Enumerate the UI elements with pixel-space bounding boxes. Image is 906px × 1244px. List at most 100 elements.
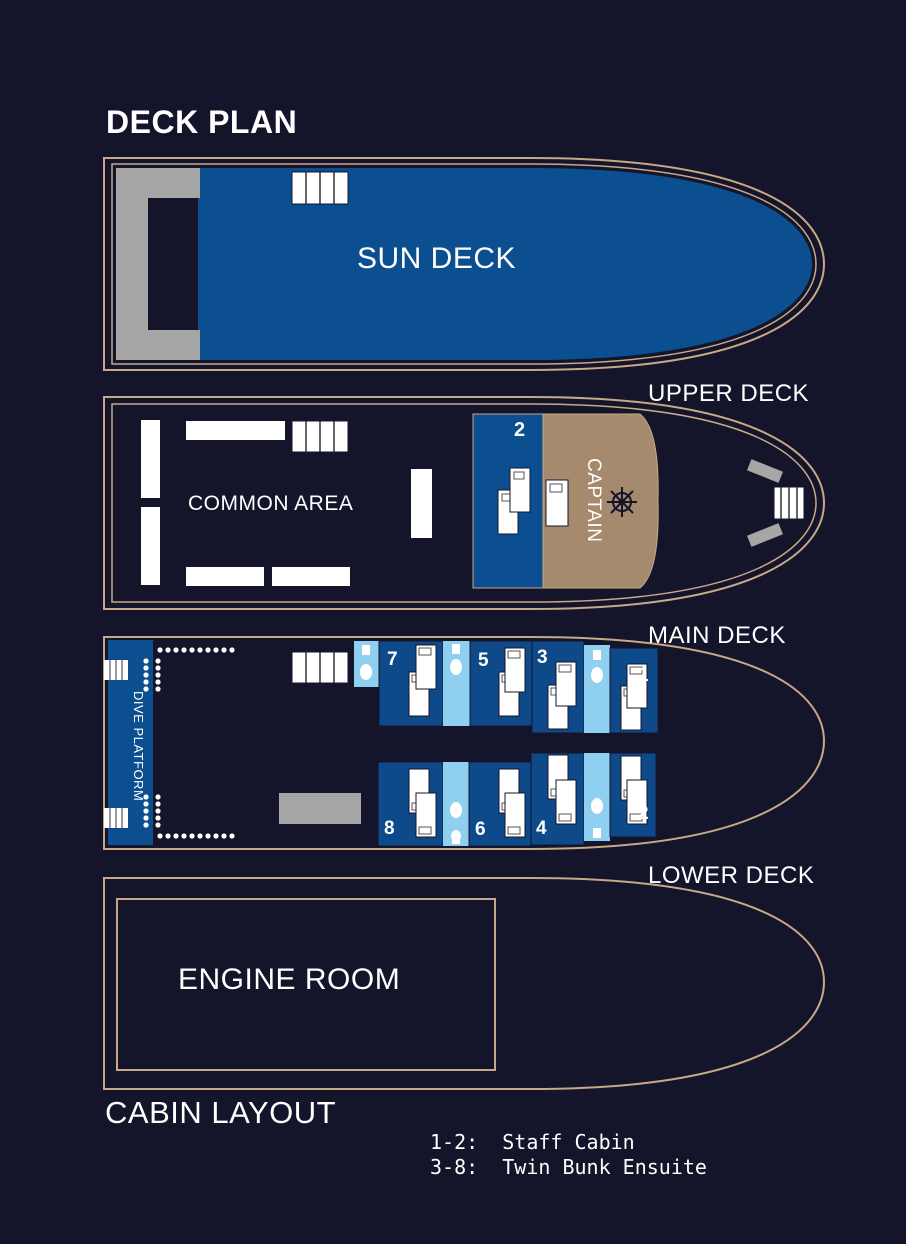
- toilet-icon: [360, 644, 603, 844]
- railing-dot: [205, 833, 211, 839]
- railing-dot: [181, 647, 187, 653]
- railing-dot: [143, 686, 149, 692]
- cabin-number-7: 7: [387, 649, 398, 670]
- railing-dot: [143, 822, 149, 828]
- sun-deck-label: SUN DECK: [357, 242, 517, 275]
- cabin-number-2: 2: [638, 803, 649, 824]
- bed-icon: [626, 779, 648, 825]
- ship-wheel-icon: [607, 487, 637, 517]
- railing-dot: [155, 658, 161, 664]
- bunk-beds: [408, 644, 648, 838]
- bed-icon: [555, 779, 577, 825]
- cabin-number-6: 6: [475, 819, 486, 840]
- table-icon: [411, 469, 432, 538]
- railing-dot: [143, 679, 149, 685]
- common-area-label: COMMON AREA: [188, 492, 354, 515]
- railing-dot: [173, 833, 179, 839]
- pillow-icon: [507, 650, 521, 659]
- pillow-icon: [629, 666, 643, 675]
- railing-dot: [213, 647, 219, 653]
- cabin-number-1: 1: [638, 665, 649, 686]
- pillow-icon: [558, 813, 572, 822]
- dive-platform-ladder-icon: [104, 660, 128, 828]
- sun-deck: [103, 157, 826, 371]
- legend-range: 3-8:: [430, 1155, 479, 1179]
- railing-dot: [155, 808, 161, 814]
- railing-dot: [155, 815, 161, 821]
- cabin-layout-title: CABIN LAYOUT: [105, 1095, 337, 1130]
- bed-icon: [555, 661, 577, 707]
- bed-icon: [415, 792, 437, 838]
- railing-dot: [197, 833, 203, 839]
- main-deck-stairs-icon: [291, 651, 349, 684]
- sun-deck-stairs-icon: [291, 171, 349, 205]
- sun-deck-floor: [198, 168, 812, 360]
- captain-bed-icon: [545, 479, 569, 527]
- railing-dot: [173, 647, 179, 653]
- legend-description: Staff Cabin: [502, 1130, 635, 1154]
- pillow-icon: [418, 826, 432, 835]
- upper-deck-stairs-icon: [291, 420, 349, 453]
- captain-label: CAPTAIN: [583, 458, 604, 543]
- railing-dot: [143, 658, 149, 664]
- sun-deck-bench: [116, 168, 200, 360]
- railing-dot: [229, 833, 235, 839]
- cabin-layout-entry: 1-2: Staff Cabin: [430, 1130, 635, 1154]
- cabin-number-5: 5: [478, 650, 489, 671]
- railing-dot: [205, 647, 211, 653]
- railing-dot: [221, 833, 227, 839]
- pillow-icon: [418, 647, 432, 656]
- lower-deck-label: LOWER DECK: [648, 862, 815, 889]
- railing-dot: [155, 794, 161, 800]
- railing-dot: [143, 808, 149, 814]
- railing-dot: [157, 647, 163, 653]
- bed-icon: [626, 663, 648, 709]
- railing-dot: [155, 672, 161, 678]
- page-title: DECK PLAN: [106, 104, 298, 140]
- main-deck-label: MAIN DECK: [648, 622, 786, 649]
- legend-range: 1-2:: [430, 1130, 479, 1154]
- railing-dot: [155, 665, 161, 671]
- captain-room: [542, 413, 659, 589]
- main-deck: [103, 636, 826, 850]
- railing-dot: [143, 665, 149, 671]
- upper-deck: [103, 396, 826, 610]
- railing-dot: [155, 822, 161, 828]
- lower-deck: [103, 877, 826, 1090]
- pillow-icon: [558, 664, 572, 673]
- bench-icon: [141, 420, 160, 498]
- cabin-number-3: 3: [537, 647, 548, 668]
- railing-dot: [155, 801, 161, 807]
- railing-dot: [189, 647, 195, 653]
- legend-description: Twin Bunk Ensuite: [502, 1155, 707, 1179]
- engine-room-label: ENGINE ROOM: [178, 963, 401, 996]
- railing-dot: [165, 647, 171, 653]
- dive-gear-table: [279, 793, 361, 824]
- bow-seat-icon: [746, 523, 784, 547]
- cabin-number-4: 4: [536, 818, 547, 839]
- railing-dot: [155, 686, 161, 692]
- bed-icon: [504, 647, 526, 693]
- bed-icon: [504, 792, 526, 838]
- upper-deck-label: UPPER DECK: [648, 380, 810, 407]
- railing-dot: [165, 833, 171, 839]
- railing-dot: [229, 647, 235, 653]
- railing-dot: [143, 794, 149, 800]
- railing-dot: [181, 833, 187, 839]
- bow-seat-icon: [746, 459, 784, 483]
- bathroom: [443, 641, 470, 726]
- railing-dots: [143, 647, 235, 839]
- railing-dot: [143, 672, 149, 678]
- railing-dot: [189, 833, 195, 839]
- railing-dot: [213, 833, 219, 839]
- railing-dot: [143, 801, 149, 807]
- dive-platform-label: DIVE PLATFORM: [131, 690, 146, 802]
- railing-dot: [197, 647, 203, 653]
- upper-cabin-number: 2: [514, 419, 526, 441]
- railing-dot: [143, 815, 149, 821]
- bench-icon: [186, 421, 285, 440]
- railing-dot: [155, 679, 161, 685]
- bench-icon: [141, 507, 160, 585]
- engine-room: [116, 898, 496, 1071]
